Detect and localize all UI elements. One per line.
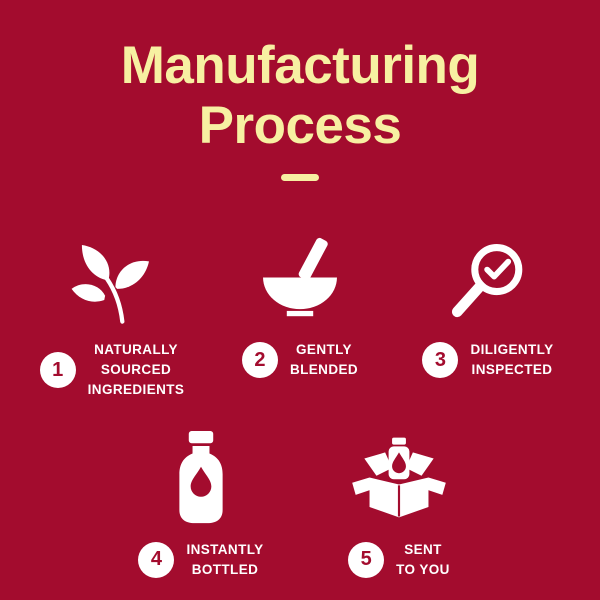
step-caption: 1 NATURALLY SOURCED INGREDIENTS xyxy=(39,340,185,401)
step-number-badge: 5 xyxy=(348,541,385,578)
step-number-badge: 3 xyxy=(422,342,459,378)
step-caption: 2 GENTLY BLENDED xyxy=(241,340,359,381)
page-title-line2: Process xyxy=(198,95,402,155)
step-label: GENTLY BLENDED xyxy=(289,341,359,377)
mortar-pestle-icon xyxy=(254,227,346,325)
step-naturally-sourced: 1 NATURALLY SOURCED INGREDIENTS xyxy=(18,227,206,401)
steps-row-top: 1 NATURALLY SOURCED INGREDIENTS 2 GENTLY… xyxy=(0,227,600,401)
step-label: DILIGENTLY INSPECTED xyxy=(470,341,554,377)
page-title: Manufacturing Process xyxy=(0,36,600,156)
step-diligently-inspected: 3 DILIGENTLY INSPECTED xyxy=(394,227,582,381)
steps-row-bottom: 4 INSTANTLY BOTTLED 5 xyxy=(0,427,600,581)
step-label: NATURALLY SOURCED INGREDIENTS xyxy=(87,341,185,398)
open-box-icon xyxy=(347,427,451,525)
step-caption: 3 DILIGENTLY INSPECTED xyxy=(422,340,553,381)
step-gently-blended: 2 GENTLY BLENDED xyxy=(206,227,394,381)
step-caption: 5 SENT TO YOU xyxy=(348,540,450,581)
magnifier-check-icon xyxy=(444,227,532,325)
step-label: SENT TO YOU xyxy=(396,541,450,577)
step-number-badge: 2 xyxy=(241,342,278,378)
step-sent-to-you: 5 SENT TO YOU xyxy=(300,427,498,581)
leaf-sprig-icon xyxy=(69,227,155,325)
title-underline xyxy=(281,173,319,181)
step-label: INSTANTLY BOTTLED xyxy=(186,541,264,577)
step-caption: 4 INSTANTLY BOTTLED xyxy=(138,540,263,581)
step-instantly-bottled: 4 INSTANTLY BOTTLED xyxy=(102,427,300,581)
step-number-badge: 4 xyxy=(138,541,175,578)
bottle-drop-icon xyxy=(168,427,234,525)
page-title-line1: Manufacturing xyxy=(120,36,480,95)
step-number-badge: 1 xyxy=(39,352,76,389)
